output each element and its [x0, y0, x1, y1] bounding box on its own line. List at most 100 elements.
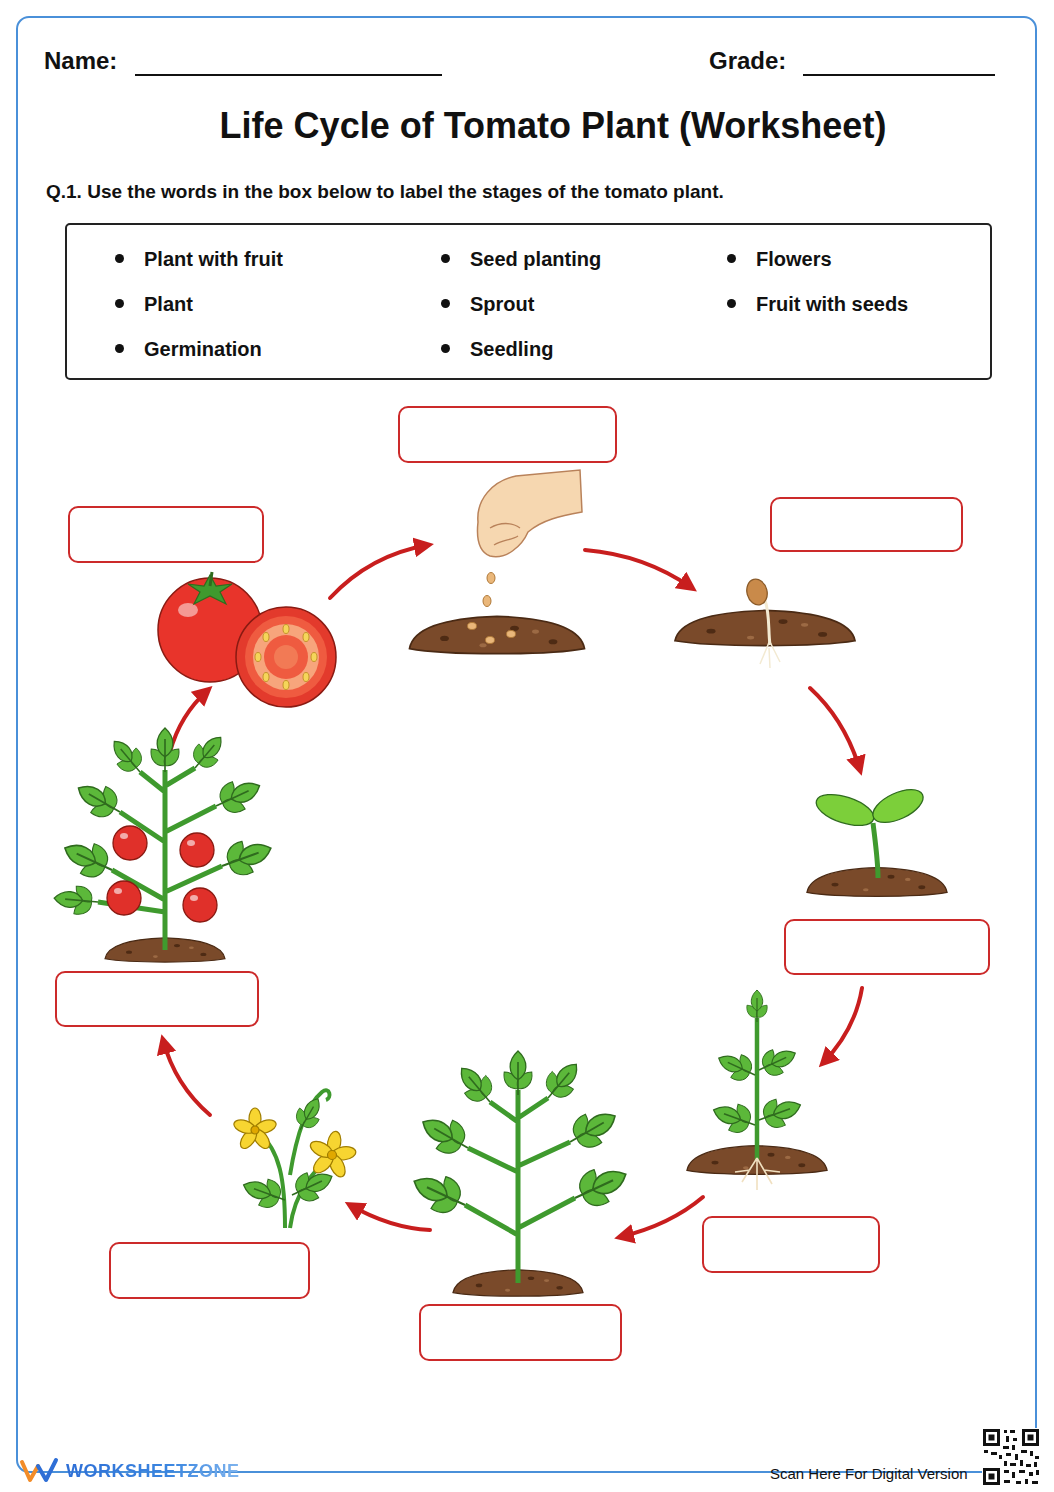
germination-picture: [675, 577, 855, 668]
logo-stroke: [22, 1462, 38, 1480]
leaf: [237, 1168, 291, 1217]
bullet-dot: [115, 254, 124, 263]
leaf: [102, 731, 153, 783]
answer-box: [110, 1243, 309, 1298]
stem: [465, 1090, 575, 1283]
leaf: [68, 771, 130, 830]
leaf: [404, 1160, 474, 1226]
seeds: [468, 573, 516, 644]
seed: [483, 596, 491, 607]
flowering-plant-picture: [232, 1090, 356, 1228]
brand-name: WORKSHEETZONE: [66, 1460, 240, 1483]
cycle-arrow: [350, 1205, 430, 1230]
half-tomato: [236, 607, 336, 707]
seed: [507, 631, 516, 638]
bullet-dot: [441, 344, 450, 353]
leaf: [448, 1057, 504, 1114]
leaf: [147, 728, 184, 772]
flower: [232, 1108, 278, 1151]
grade-line: [803, 74, 995, 76]
leaf: [707, 1093, 761, 1142]
leaf: [500, 1051, 537, 1095]
answer-boxes: [56, 407, 989, 1360]
cycle-arrow: [620, 1197, 703, 1237]
fruiting-plant-picture: [53, 727, 279, 962]
tomato-pulp: [264, 635, 308, 679]
leaf: [752, 1038, 802, 1085]
tomato-shine: [178, 603, 198, 617]
answer-box: [771, 498, 962, 551]
tomato-flesh: [245, 616, 327, 698]
leaf: [744, 990, 771, 1022]
leaf: [287, 1091, 331, 1137]
answer-box: [56, 972, 258, 1026]
tomato-core: [274, 645, 298, 669]
hand: [478, 470, 583, 557]
answer-box: [69, 507, 263, 562]
brand-logo: [22, 1460, 56, 1480]
seedling-picture: [687, 990, 827, 1190]
seed: [468, 623, 477, 630]
seed: [486, 637, 495, 644]
word-bank-item: Seedling: [470, 336, 553, 362]
cycle-arrow: [585, 550, 692, 588]
seed-planting-picture: [410, 470, 585, 654]
answer-box: [420, 1305, 621, 1360]
field-label: Name:: [44, 46, 117, 76]
word-bank-item: Flowers: [756, 246, 832, 272]
leaf: [53, 880, 100, 920]
cycle-arrow: [330, 545, 428, 598]
fruit-stalk: [210, 572, 212, 586]
word-bank-item: Plant: [144, 291, 193, 317]
bullet-dot: [115, 299, 124, 308]
bullet-dot: [441, 299, 450, 308]
scan-note: Scan Here For Digital Version: [770, 1464, 968, 1483]
stem: [98, 768, 222, 950]
cycle-arrow: [823, 988, 862, 1063]
seed: [744, 577, 770, 607]
tomato-pulp: [253, 624, 319, 690]
leaf: [534, 1053, 590, 1110]
instruction-text: Q.1. Use the words in the box below to l…: [46, 180, 724, 204]
root-hairs: [760, 640, 780, 668]
leaf: [565, 1153, 635, 1219]
answer-box: [785, 920, 989, 974]
leaf: [712, 1043, 762, 1090]
roots: [735, 1158, 780, 1190]
leaf: [412, 1103, 479, 1166]
tomato: [183, 888, 217, 922]
tomato: [113, 826, 147, 860]
seed: [487, 573, 495, 584]
qr-code: [982, 1428, 1040, 1486]
word-bank-item: Germination: [144, 336, 262, 362]
word-bank-item: Sprout: [470, 291, 534, 317]
leaf: [559, 1097, 626, 1160]
stem: [873, 823, 878, 878]
name-line: [135, 74, 442, 76]
word-bank-item: Seed planting: [470, 246, 601, 272]
hand-detail: [494, 536, 518, 545]
tomatoes: [107, 826, 217, 922]
field-label: Grade:: [709, 46, 786, 76]
page-title: Life Cycle of Tomato Plant (Worksheet): [100, 104, 1006, 148]
seed-leaf: [812, 788, 877, 831]
leaf: [208, 768, 268, 824]
cycle-arrow: [163, 1040, 210, 1115]
root: [765, 600, 770, 645]
soil-mound: [675, 610, 855, 645]
word-bank-box: Plant with fruitSeed plantingFlowersPlan…: [65, 223, 992, 380]
bullet-dot: [441, 254, 450, 263]
sprout-picture: [807, 783, 947, 896]
tomato-shine: [114, 833, 198, 901]
leaf: [56, 828, 121, 889]
tomato: [107, 881, 141, 915]
bullet-dot: [727, 254, 736, 263]
cycle-arrow: [170, 690, 208, 752]
tomato: [180, 833, 214, 867]
page-border: [17, 17, 1036, 1472]
stem: [755, 1018, 760, 1160]
cycle-arrow: [810, 688, 860, 770]
logo-stroke: [38, 1460, 56, 1480]
word-bank-item: Fruit with seeds: [756, 291, 908, 317]
